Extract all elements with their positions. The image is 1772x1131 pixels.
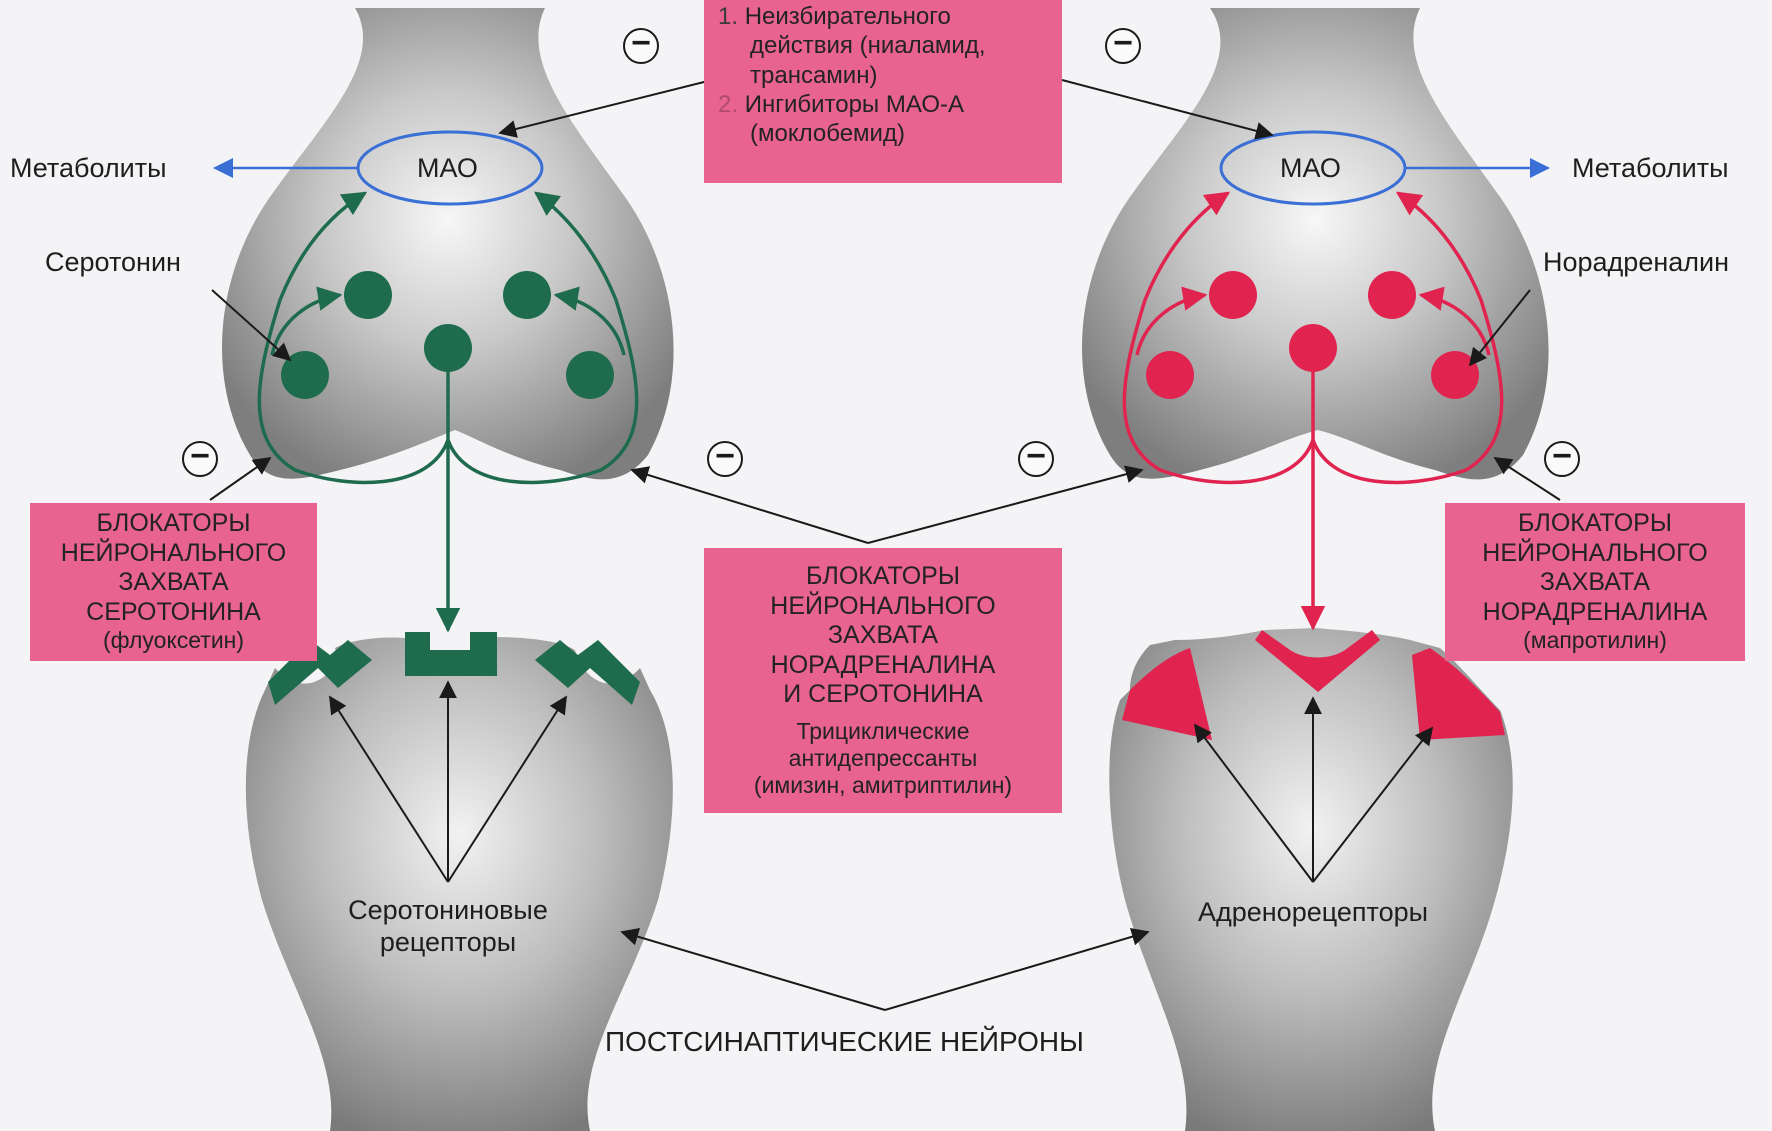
box-line: СЕРОТОНИНА: [30, 598, 317, 628]
inhibition-marker: −: [1105, 28, 1141, 64]
serotonin-vesicle: [344, 271, 392, 319]
item2-line: Ингибиторы МАО-А: [745, 91, 964, 118]
noradrenaline-vesicle: [1209, 271, 1257, 319]
box-line: ЗАХВАТА: [704, 621, 1062, 651]
box-line: НЕЙРОНАЛЬНОГО: [704, 592, 1062, 622]
inhibition-marker: −: [182, 441, 218, 477]
box-line: ЗАХВАТА: [30, 568, 317, 598]
box-line: НЕЙРОНАЛЬНОГО: [30, 539, 317, 569]
presynaptic-neuron-right: [1082, 8, 1549, 479]
tricyclic-antidepressants-box: БЛОКАТОРЫ НЕЙРОНАЛЬНОГО ЗАХВАТА НОРАДРЕН…: [704, 548, 1062, 813]
serotonin-vesicle: [424, 324, 472, 372]
noradrenaline-reuptake-blockers-box: БЛОКАТОРЫ НЕЙРОНАЛЬНОГО ЗАХВАТА НОРАДРЕН…: [1445, 503, 1745, 661]
center-blocker-arrow-left: [632, 470, 868, 543]
box-line: И СЕРОТОНИНА: [704, 680, 1062, 710]
item1-line: Неизбирательного: [745, 3, 951, 30]
item-number: 1.: [718, 3, 738, 30]
serotonin-receptors-label: Серотониновые рецепторы: [318, 895, 578, 959]
noradrenaline-vesicle: [1431, 351, 1479, 399]
box-line: НОРАДРЕНАЛИНА: [704, 651, 1062, 681]
serotonin-receptors-line1: Серотониновые: [348, 895, 548, 925]
noradrenaline-label: Норадреналин: [1543, 247, 1729, 279]
noradrenaline-vesicle: [1368, 271, 1416, 319]
serotonin-receptors-line2: рецепторы: [380, 927, 516, 957]
serotonin-vesicle: [503, 271, 551, 319]
left-blocker-arrow: [210, 458, 270, 500]
noradrenaline-vesicle: [1146, 351, 1194, 399]
inhibition-marker: −: [623, 28, 659, 64]
box-drug: (флуоксетин): [30, 627, 317, 654]
box-subline: антидепрессанты: [704, 745, 1062, 772]
box-line: НЕЙРОНАЛЬНОГО: [1445, 539, 1745, 569]
box-line: БЛОКАТОРЫ: [704, 562, 1062, 592]
serotonin-receptor-center: [405, 632, 497, 676]
mao-inhibitors-box: 1. Неизбирательного действия (ниаламид, …: [704, 0, 1062, 183]
postsynaptic-neurons-label: ПОСТСИНАПТИЧЕСКИЕ НЕЙРОНЫ: [605, 1025, 1084, 1058]
adrenoreceptor-right: [1412, 648, 1505, 740]
mao-inhibitor-item-1: 1. Неизбирательного действия (ниаламид, …: [718, 2, 1052, 90]
box-line: ЗАХВАТА: [1445, 568, 1745, 598]
inhibition-marker: −: [1018, 441, 1054, 477]
metabolites-label-right: Метаболиты: [1572, 153, 1729, 185]
serotonin-vesicle: [566, 351, 614, 399]
mao-label-right: МАО: [1280, 153, 1341, 185]
item1-line: действия (ниаламид,: [718, 31, 1052, 60]
box-line: БЛОКАТОРЫ: [1445, 509, 1745, 539]
metabolites-label-left: Метаболиты: [10, 153, 167, 185]
box-line: БЛОКАТОРЫ: [30, 509, 317, 539]
inhibition-marker: −: [1544, 441, 1580, 477]
noradrenaline-vesicle: [1289, 324, 1337, 372]
mao-label-left: МАО: [417, 153, 478, 185]
serotonin-label: Серотонин: [45, 247, 181, 279]
item-number: 2.: [718, 91, 738, 118]
box-drug: (мапротилин): [1445, 627, 1745, 654]
box-line: НОРАДРЕНАЛИНА: [1445, 598, 1745, 628]
adrenoreceptors-label: Адренорецепторы: [1163, 897, 1463, 929]
inhibition-marker: −: [707, 441, 743, 477]
postsynaptic-arrow-right: [885, 932, 1148, 1010]
center-blocker-arrow-right: [868, 470, 1142, 543]
item1-line: трансамин): [718, 61, 1052, 90]
mao-inhibitor-item-2: 2. Ингибиторы МАО-А (моклобемид): [718, 90, 1052, 149]
item2-line: (моклобемид): [718, 119, 1052, 148]
box-subline: (имизин, амитриптилин): [704, 772, 1062, 799]
serotonin-reuptake-blockers-box: БЛОКАТОРЫ НЕЙРОНАЛЬНОГО ЗАХВАТА СЕРОТОНИ…: [30, 503, 317, 661]
postsynaptic-arrow-left: [622, 932, 885, 1010]
box-subline: Трициклические: [704, 718, 1062, 745]
